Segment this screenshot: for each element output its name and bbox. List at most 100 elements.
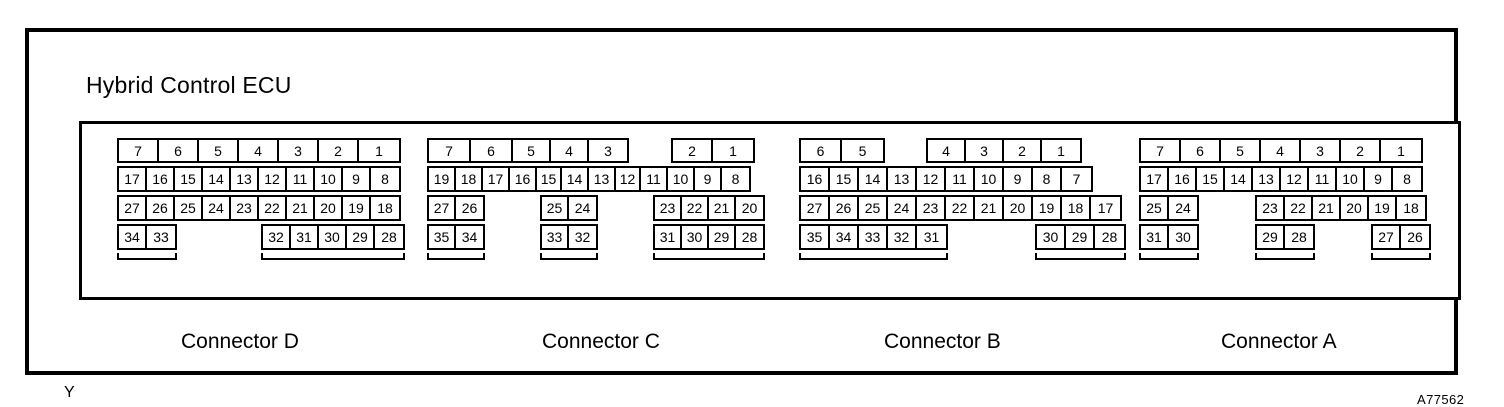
pin-cell-32: 32 (888, 226, 917, 248)
pin-cell-19: 19 (1369, 197, 1397, 219)
pin-cell-20: 20 (1004, 197, 1033, 219)
pin-cell-34: 34 (830, 226, 859, 248)
pin-cell-3: 3 (966, 140, 1004, 161)
connector-caption-d: Connector D (181, 330, 299, 353)
pin-gap (485, 224, 540, 250)
pin-cell-11: 11 (1309, 168, 1337, 190)
pin-cell-10: 10 (1337, 168, 1365, 190)
pin-cell-11: 11 (287, 168, 315, 190)
pin-cell-1: 1 (1381, 140, 1421, 161)
pin-gap (177, 253, 261, 260)
pin-base-strip-row (117, 253, 405, 260)
pin-cell-3: 3 (279, 140, 319, 161)
pin-cell-29: 29 (347, 226, 375, 248)
pin-base-strip (653, 253, 765, 260)
pin-cell-27: 27 (801, 197, 830, 219)
pin-cell-17: 17 (1141, 168, 1169, 190)
pin-gap (598, 195, 653, 221)
pin-cell-9: 9 (695, 168, 722, 190)
pin-cell-23: 23 (917, 197, 946, 219)
pin-cell-8: 8 (722, 168, 749, 190)
pin-cell-27: 27 (429, 197, 456, 219)
pin-cell-21: 21 (709, 197, 736, 219)
pin-cell-25: 25 (175, 197, 203, 219)
pin-base-strip (540, 253, 598, 260)
pin-cell-12: 12 (259, 168, 287, 190)
pin-cell-5: 5 (199, 140, 239, 161)
pin-cell-17: 17 (119, 168, 147, 190)
pin-cell-13: 13 (589, 168, 616, 190)
pin-cell-22: 22 (259, 197, 287, 219)
pin-cell-4: 4 (551, 140, 589, 161)
pin-gap (485, 195, 540, 221)
pin-gap (885, 138, 926, 163)
pin-cell-22: 22 (1285, 197, 1313, 219)
pin-gap (485, 253, 540, 260)
pin-cell-17: 17 (1091, 197, 1120, 219)
pin-base-strip (117, 253, 177, 260)
pin-cell-5: 5 (842, 140, 883, 161)
pin-cell-21: 21 (287, 197, 315, 219)
pin-gap (1199, 195, 1255, 221)
pin-cell-9: 9 (1365, 168, 1393, 190)
pin-cell-14: 14 (859, 168, 888, 190)
pin-cell-6: 6 (471, 140, 513, 161)
pin-cell-6: 6 (801, 140, 842, 161)
pin-cell-12: 12 (616, 168, 641, 190)
pin-cell-9: 9 (343, 168, 371, 190)
pin-cell-16: 16 (801, 168, 830, 190)
pin-cell-2: 2 (673, 140, 713, 161)
pin-base-strip (1255, 253, 1315, 260)
pin-cell-23: 23 (655, 197, 682, 219)
pin-cell-26: 26 (1401, 226, 1429, 248)
pin-cell-7: 7 (1141, 140, 1181, 161)
pin-cell-3: 3 (589, 140, 627, 161)
pin-cell-2: 2 (319, 140, 359, 161)
pin-cell-18: 18 (1062, 197, 1091, 219)
pin-cell-28: 28 (1095, 226, 1124, 248)
pin-cell-12: 12 (1281, 168, 1309, 190)
pin-base-strip (1035, 253, 1126, 260)
pin-cell-27: 27 (119, 197, 147, 219)
pin-cell-13: 13 (888, 168, 917, 190)
pin-cell-1: 1 (713, 140, 753, 161)
pin-cell-26: 26 (456, 197, 483, 219)
pin-cell-25: 25 (542, 197, 569, 219)
pin-gap (1199, 253, 1255, 260)
pin-base-strip (1371, 253, 1431, 260)
pin-cell-4: 4 (239, 140, 279, 161)
pin-cell-20: 20 (736, 197, 763, 219)
pin-cell-14: 14 (203, 168, 231, 190)
pin-base-strip-row (799, 253, 1126, 260)
pin-cell-33: 33 (859, 226, 888, 248)
pin-cell-3: 3 (1301, 140, 1341, 161)
pin-cell-10: 10 (668, 168, 695, 190)
pin-cell-11: 11 (641, 168, 668, 190)
pin-cell-14: 14 (562, 168, 589, 190)
pin-cell-35: 35 (801, 226, 830, 248)
corner-mark-y: Y (64, 384, 75, 401)
pin-cell-25: 25 (1141, 197, 1169, 219)
